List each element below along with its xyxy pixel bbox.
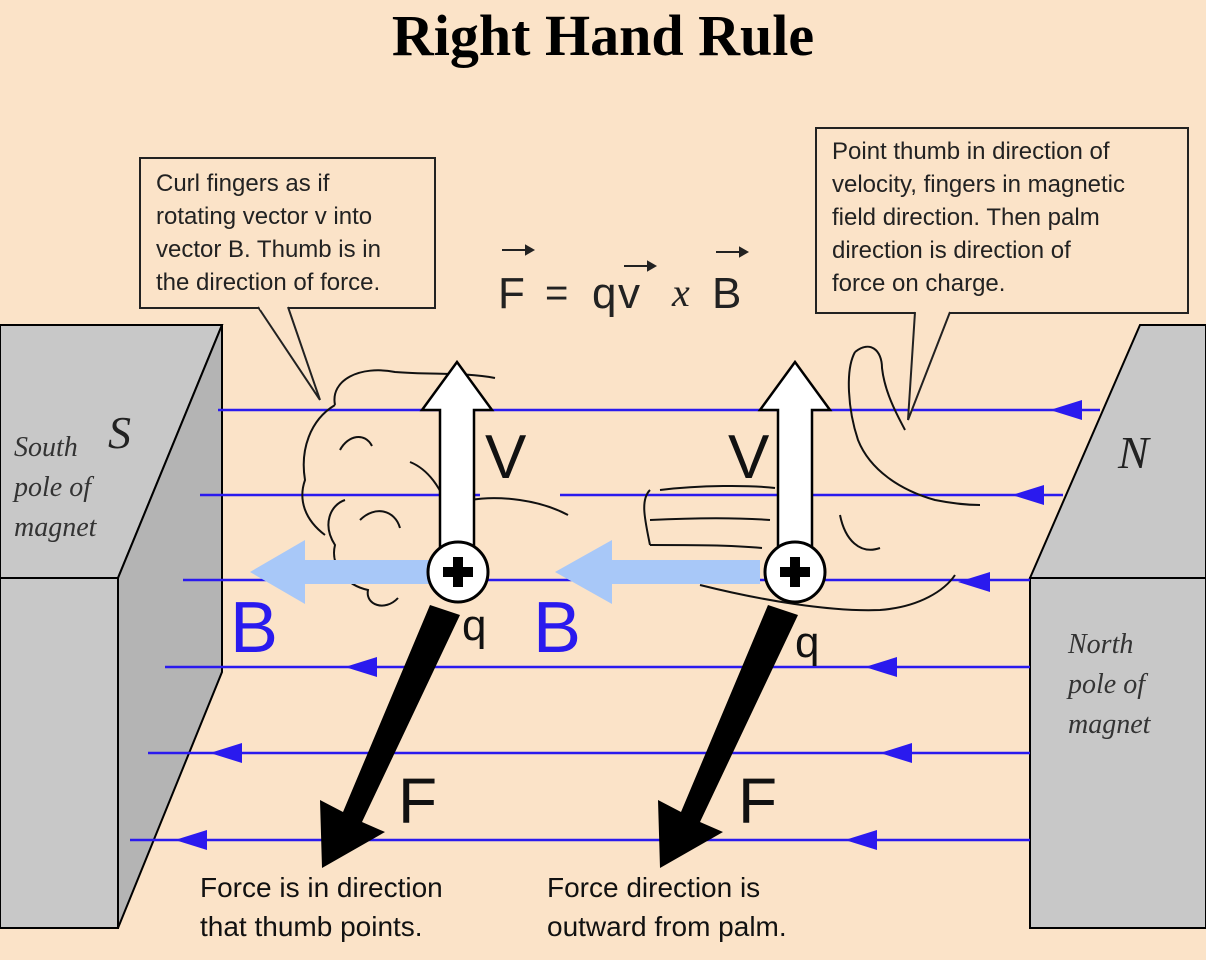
field-arrowhead [345,657,377,677]
force-arrow-left [320,605,460,868]
formula-q: q [592,269,616,318]
force-arrow-right [658,605,798,868]
field-arrowhead [1050,400,1082,420]
open-hand-illustration [643,345,981,612]
f-label-right: F [738,765,777,837]
force-caption-left-line: Force is in direction [200,872,443,903]
force-caption-left: Force is in direction that thumb points. [200,868,443,946]
callout-right-line: Point thumb in direction of [832,138,1110,165]
force-caption-right-line: outward from palm. [547,911,787,942]
field-arrowhead [880,743,912,763]
callout-left-text: Curl fingers as if rotating vector v int… [156,167,381,299]
formula-cross: x [671,270,690,315]
formula-F: F [498,269,525,318]
q-label-right: q [795,618,819,667]
north-magnet [1028,324,1206,929]
b-label-left: B [230,588,278,668]
north-pole-label: North pole of magnet [1068,625,1150,745]
callout-box-left [139,157,436,401]
field-arrowhead [845,830,877,850]
vector-arrow-accents [502,244,750,272]
field-arrowheads [175,400,1082,850]
callout-right-line: velocity, fingers in magnetic [832,171,1126,198]
north-pole-label-line: North [1068,629,1134,660]
b-label-right: B [533,588,581,668]
south-pole-label-line: South [14,432,78,463]
formula-v: v [618,269,640,318]
v-label-left: V [485,423,527,492]
force-caption-left-line: that thumb points. [200,911,423,942]
south-pole-label-line: magnet [14,512,97,543]
q-label-left: q [462,601,486,650]
formula-equals: = [545,271,568,315]
north-pole-label-line: pole of [1068,669,1145,700]
callout-left-line: vector B. Thumb is in [156,236,381,263]
callout-left-line: the direction of force. [156,269,381,296]
f-label-left: F [398,765,437,837]
north-pole-letter: N [1117,427,1151,478]
field-arrowhead [865,657,897,677]
callout-left-line: rotating vector v into [156,203,373,230]
callout-right-line: direction is direction of [832,237,1071,264]
v-label-right: V [728,423,770,492]
force-caption-right-line: Force direction is [547,872,761,903]
callout-left-line: Curl fingers as if [156,170,330,197]
callout-right-line: field direction. Then palm [832,204,1100,231]
positive-charge-left [426,540,490,604]
callout-right-line: force on charge. [832,270,1006,297]
south-pole-label-line: pole of [14,472,91,503]
positive-charge-right [763,540,827,604]
callout-box-right [815,127,1189,421]
south-magnet [0,324,224,929]
callout-right-text: Point thumb in direction of velocity, fi… [832,135,1125,300]
b-field-arrow-left [250,540,435,604]
diagram-title: Right Hand Rule [391,3,815,68]
field-arrowhead [175,830,207,850]
field-arrowhead [210,743,242,763]
field-arrowhead [958,572,990,592]
north-pole-label-line: magnet [1068,709,1151,740]
velocity-arrow-left [419,359,495,570]
b-field-arrow-right [555,540,760,604]
lorentz-force-formula: F = q v x B [498,244,750,318]
formula-B: B [712,269,741,318]
field-arrowhead [1012,485,1044,505]
south-pole-label: South pole of magnet [14,428,96,548]
velocity-arrow-right [757,359,833,570]
south-pole-letter: S [108,407,131,458]
force-caption-right: Force direction is outward from palm. [547,868,787,946]
